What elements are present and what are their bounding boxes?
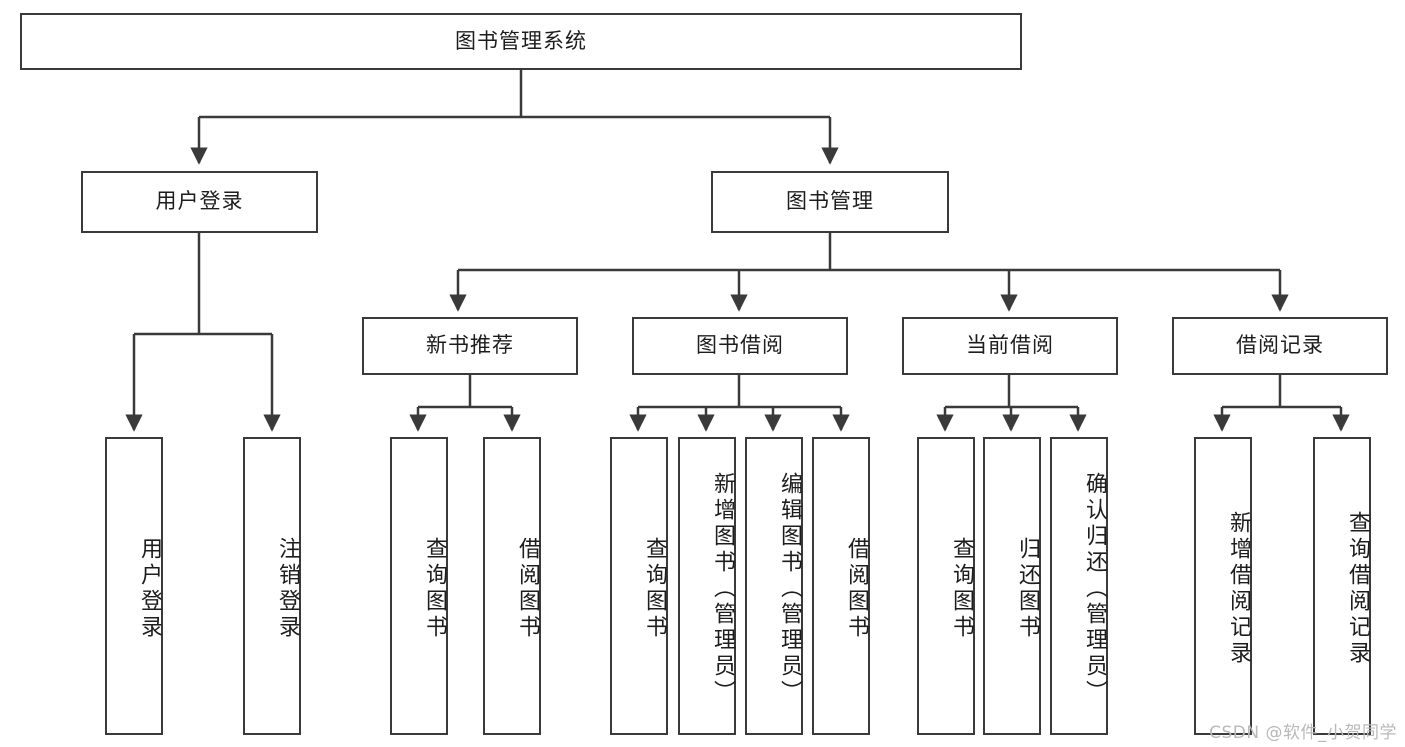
leaf-label: 归还图书 <box>1015 537 1040 641</box>
watermark: CSDN @软件_小贺同学 <box>1209 723 1397 743</box>
leaf-user-login-logout[interactable]: 注销登录 <box>243 437 301 735</box>
node-book-management[interactable]: 图书管理 <box>711 171 949 233</box>
leaf-new-book-borrow-book[interactable]: 借阅图书 <box>483 437 541 735</box>
leaf-label: 用户登录 <box>137 537 162 641</box>
node-new-book-recommend[interactable]: 新书推荐 <box>362 317 578 375</box>
node-root-system[interactable]: 图书管理系统 <box>20 13 1022 70</box>
leaf-label: 借阅图书 <box>844 537 869 641</box>
leaf-label: 查询图书 <box>642 537 667 641</box>
node-current-borrow[interactable]: 当前借阅 <box>902 317 1118 375</box>
leaf-borrow-record-add-record[interactable]: 新增借阅记录 <box>1194 437 1252 735</box>
leaf-new-book-query-book[interactable]: 查询图书 <box>390 437 448 735</box>
leaf-user-login-login[interactable]: 用户登录 <box>105 437 163 735</box>
leaf-book-borrow-query-book[interactable]: 查询图书 <box>610 437 668 735</box>
leaf-label: 新增图书（管理员） <box>710 472 735 706</box>
leaf-label: 注销登录 <box>275 537 300 641</box>
leaf-borrow-record-query-record[interactable]: 查询借阅记录 <box>1313 437 1371 735</box>
leaf-label: 查询图书 <box>949 537 974 641</box>
node-user-login[interactable]: 用户登录 <box>81 171 318 233</box>
leaf-current-borrow-query-book[interactable]: 查询图书 <box>917 437 975 735</box>
leaf-label: 确认归还（管理员） <box>1082 472 1107 706</box>
leaf-current-borrow-confirm-return-admin[interactable]: 确认归还（管理员） <box>1050 437 1108 735</box>
leaf-book-borrow-edit-book-admin[interactable]: 编辑图书（管理员） <box>745 437 803 735</box>
leaf-label: 查询借阅记录 <box>1345 511 1370 667</box>
leaf-book-borrow-add-book-admin[interactable]: 新增图书（管理员） <box>678 437 736 735</box>
leaf-book-borrow-borrow-book[interactable]: 借阅图书 <box>812 437 870 735</box>
node-book-borrow[interactable]: 图书借阅 <box>632 317 848 375</box>
leaf-label: 新增借阅记录 <box>1226 511 1251 667</box>
leaf-label: 查询图书 <box>422 537 447 641</box>
leaf-current-borrow-return-book[interactable]: 归还图书 <box>983 437 1041 735</box>
leaf-label: 借阅图书 <box>515 537 540 641</box>
leaf-label: 编辑图书（管理员） <box>777 472 802 706</box>
node-borrow-record[interactable]: 借阅记录 <box>1172 317 1388 375</box>
